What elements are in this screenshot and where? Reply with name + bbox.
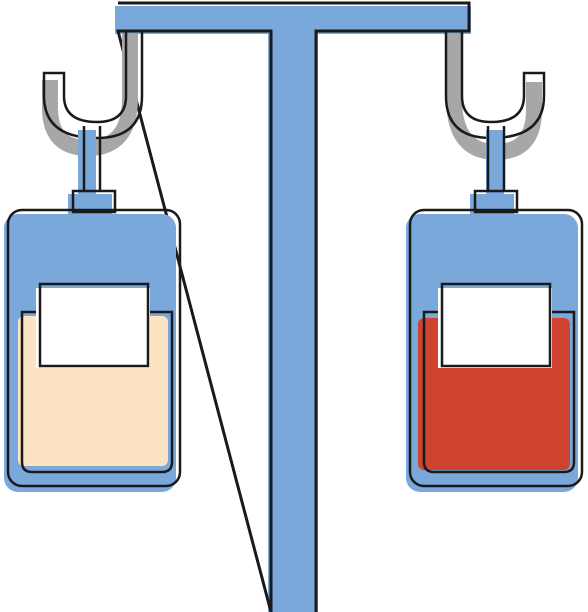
right-fluid-bag [406,189,584,492]
right-hook-outline-outer [444,32,546,140]
left-hook [42,32,144,194]
left-bag-pocket-outline [20,310,174,474]
left-bag-cap-outline [71,189,117,214]
right-bag-label-fill [438,288,552,368]
left-tube-outline [82,126,102,192]
left-bag-body-outline [6,208,182,488]
left-bag-label-outline [38,282,150,368]
right-tube-fill [486,130,504,194]
stand-outline [116,1,471,612]
iv-stand [115,1,471,612]
left-bag-label-fill [36,288,150,368]
left-hook-outline-outer [42,32,144,140]
right-bag-label-outline [440,282,552,368]
left-tube-fill [78,130,96,194]
right-tube-outline [486,126,506,192]
left-fluid-bag [4,189,182,492]
stand-crossbar-fill [115,6,471,34]
right-bag-pocket-outline [422,310,576,474]
right-bag-cap-outline [473,189,519,214]
right-bag-body-outline [408,208,584,488]
right-hook [444,32,546,194]
stand-pole-fill [268,34,318,612]
